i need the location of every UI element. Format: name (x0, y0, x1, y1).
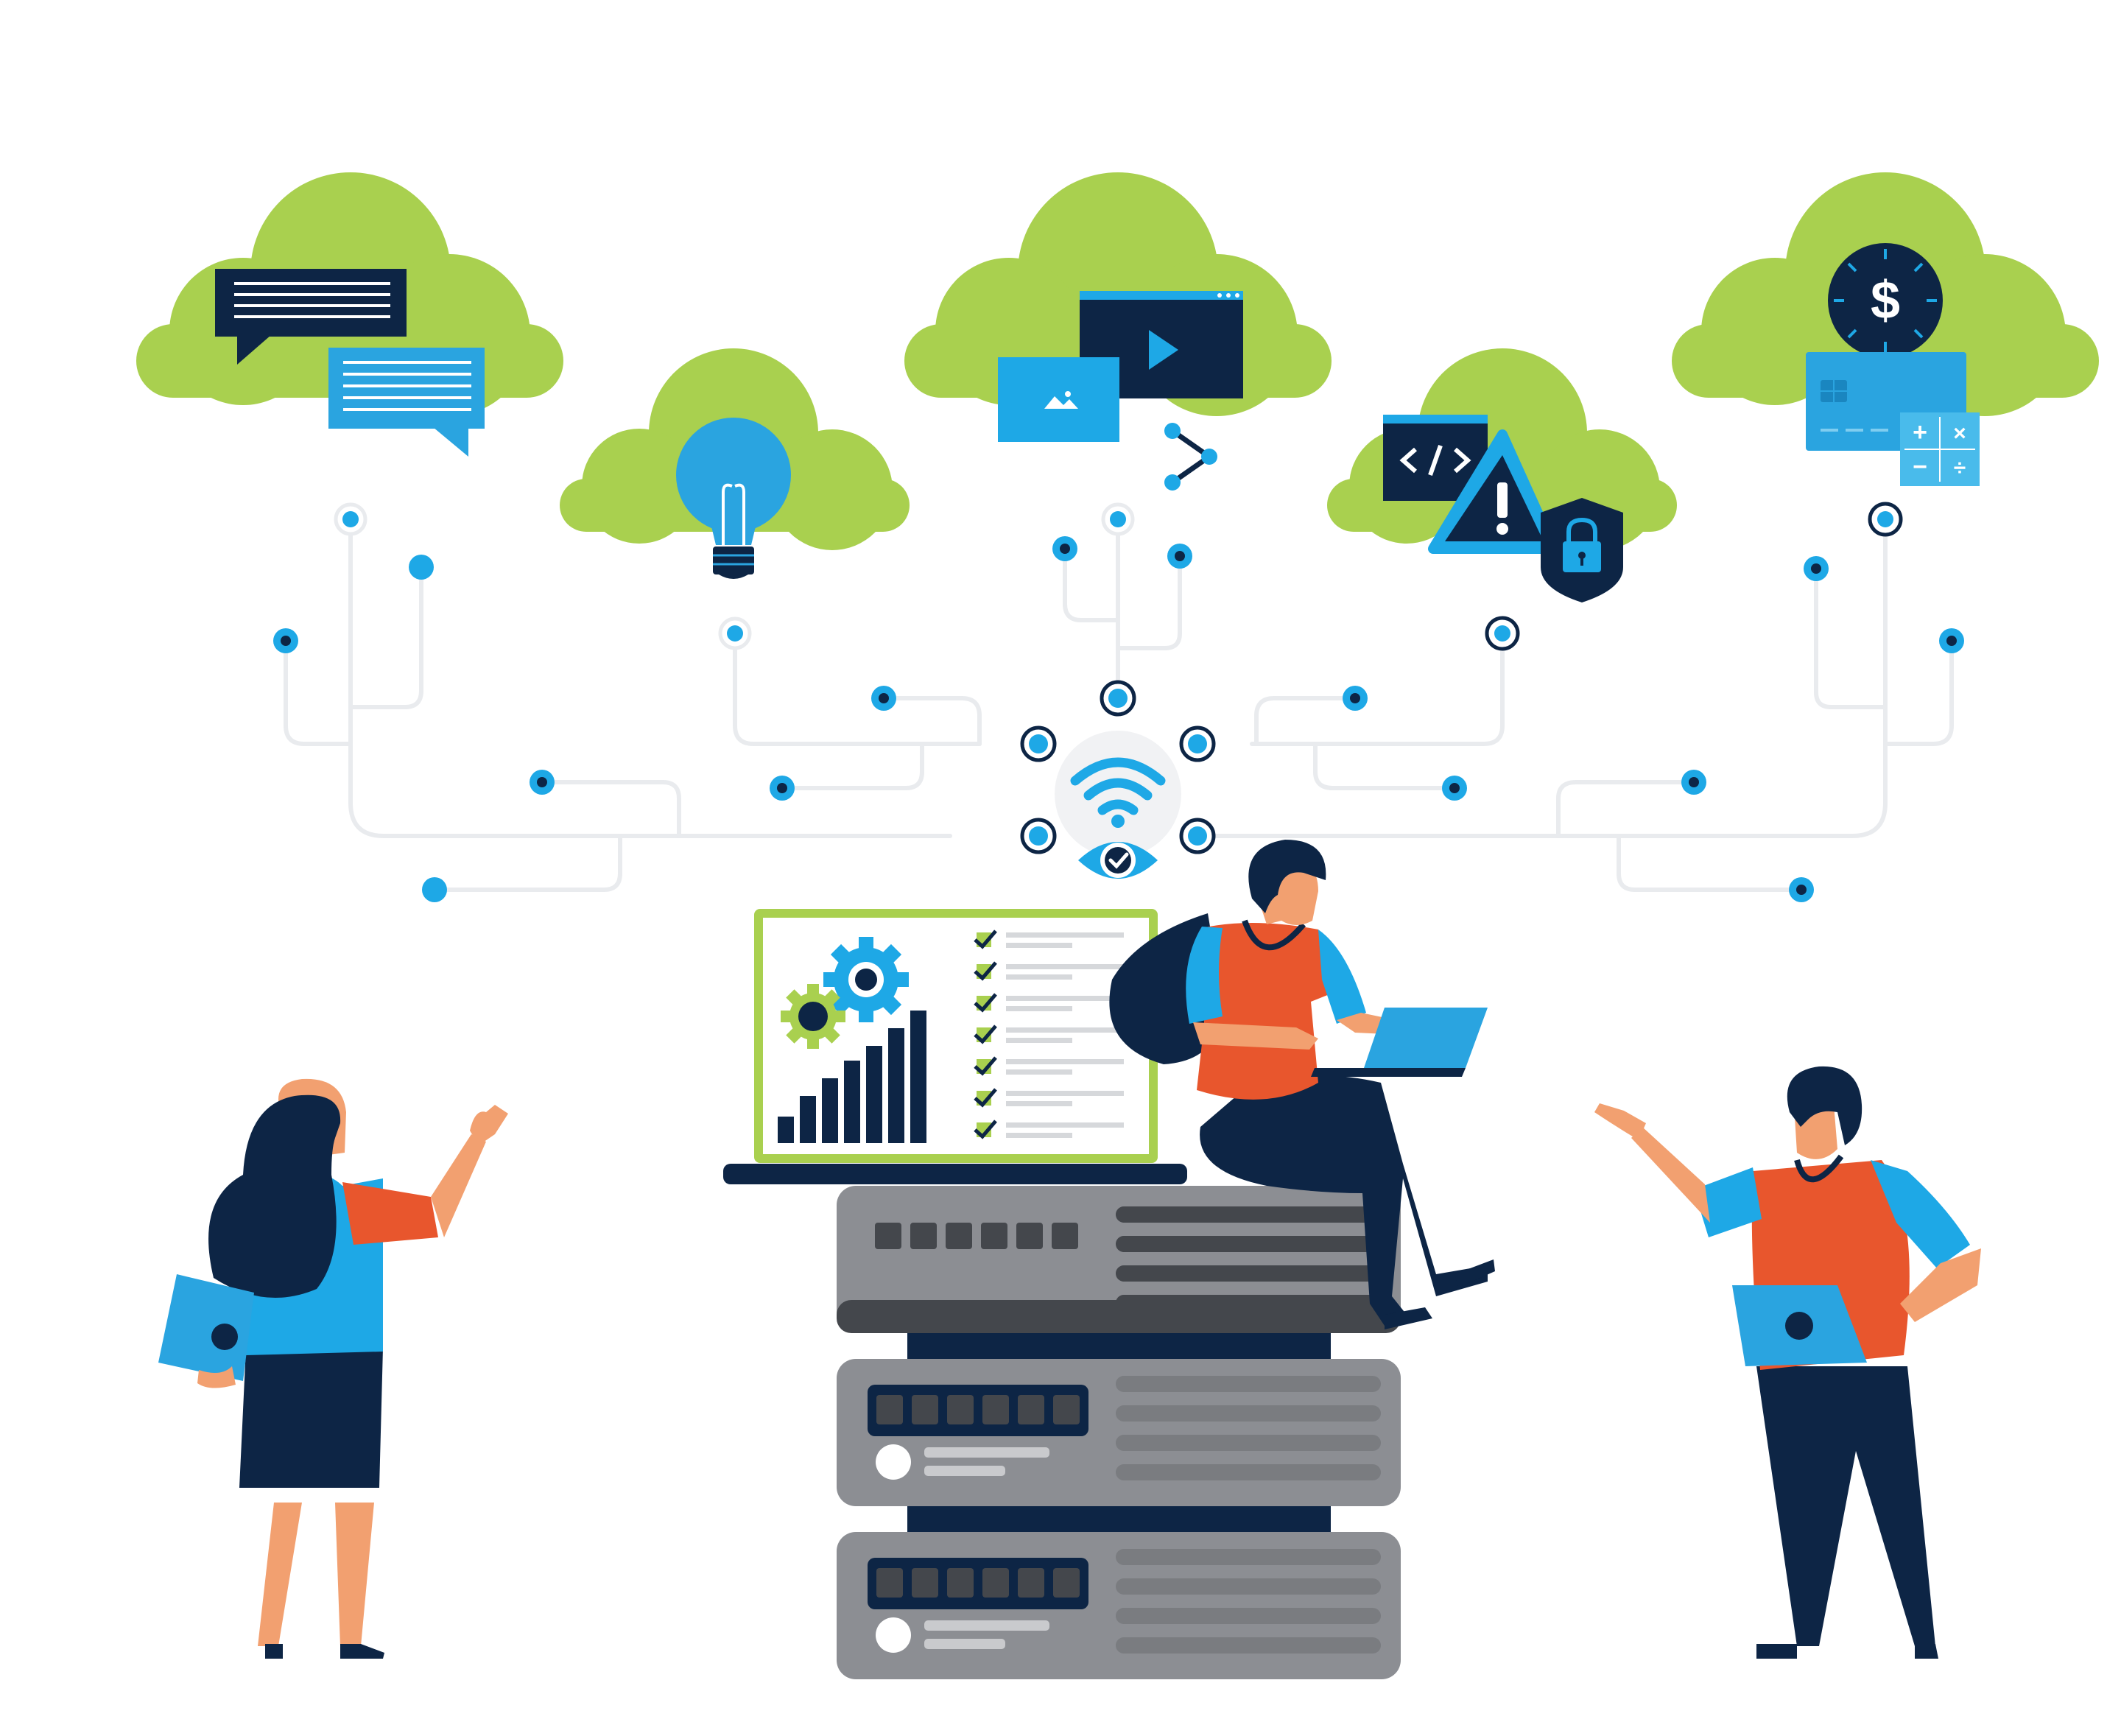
node-dot (530, 770, 555, 795)
calc-key: ÷ (1954, 456, 1966, 480)
cloud-security (1327, 348, 1677, 602)
tablet-device (158, 1274, 254, 1381)
calc-key: + (1913, 418, 1927, 446)
cloud-communication (136, 172, 563, 457)
dashboard-bar (866, 1046, 882, 1143)
calc-key: × (1953, 421, 1966, 446)
node-ring (718, 616, 752, 650)
chat-bubbles-icon (215, 269, 485, 457)
wifi-icon (1070, 757, 1166, 815)
person-sitting-woman (1109, 840, 1495, 1329)
server-rack (837, 1186, 1401, 1679)
node-dot (770, 776, 795, 801)
node-dot (1343, 686, 1368, 711)
hub-ring-node (1020, 818, 1057, 854)
dashboard-bar (822, 1078, 838, 1143)
checklist-item (974, 1025, 1124, 1044)
dollar-coin-icon: $ (1828, 243, 1943, 358)
video-player-icon (1080, 291, 1243, 398)
person-left-woman (158, 1078, 508, 1659)
node-dot (1939, 628, 1964, 653)
node-dot (1804, 556, 1829, 581)
node-ring-dark (1485, 616, 1520, 651)
bar-chart-icon (778, 1011, 926, 1143)
checklist-item (974, 993, 1124, 1013)
share-icon (1164, 423, 1217, 491)
hub-ring-node (1179, 818, 1216, 854)
cloud-idea (560, 348, 910, 579)
tablet-device (1732, 1285, 1867, 1366)
gears-icon (781, 937, 909, 1049)
lightbulb-icon (676, 418, 791, 579)
dashboard-bar (844, 1061, 860, 1143)
node-filled (422, 877, 447, 902)
node-dot (1167, 544, 1192, 569)
node-dot (273, 628, 298, 653)
node-dot (1052, 536, 1077, 561)
dashboard-bar (778, 1117, 794, 1143)
checklist-item (974, 1120, 1124, 1139)
checklist-icon (974, 930, 1124, 1139)
checklist-item (974, 930, 1124, 949)
node-ring (334, 502, 367, 536)
checklist-item (974, 1056, 1124, 1076)
laptop-device (1311, 1008, 1488, 1077)
image-icon (998, 357, 1119, 442)
dashboard-bar (910, 1011, 926, 1143)
network-nodes (273, 502, 1964, 902)
checklist-item (974, 1088, 1124, 1108)
calc-key: − (1913, 453, 1927, 481)
calculator-icon: + × − ÷ (1900, 412, 1980, 486)
network-connection-lines (284, 517, 1954, 892)
eye-check-icon (1078, 842, 1158, 879)
dashboard-bar (800, 1096, 816, 1143)
hub-ring-node (1020, 725, 1057, 762)
server-unit-middle (837, 1359, 1401, 1506)
checklist-item (974, 961, 1124, 981)
central-hub (1020, 680, 1216, 879)
node-dot (1681, 770, 1706, 795)
node-filled (409, 555, 434, 580)
node-dot (871, 686, 896, 711)
warning-icon (1428, 429, 1559, 554)
server-unit-bottom (837, 1532, 1401, 1679)
dashboard-bar (888, 1028, 904, 1143)
node-dot (1442, 776, 1467, 801)
node-ring-dark (1868, 502, 1903, 537)
dashboard-monitor (723, 909, 1187, 1184)
person-right-man (1594, 1066, 1981, 1659)
hub-ring-node (1100, 680, 1136, 717)
cloud-media (904, 172, 1332, 491)
lock-shield-icon (1541, 498, 1623, 602)
node-ring (1101, 502, 1135, 536)
cloud-finance: $ + × − ÷ (1672, 172, 2099, 486)
node-dot (1789, 877, 1814, 902)
coin-symbol: $ (1871, 271, 1900, 330)
server-unit-top (837, 1186, 1401, 1333)
hub-ring-node (1179, 725, 1216, 762)
